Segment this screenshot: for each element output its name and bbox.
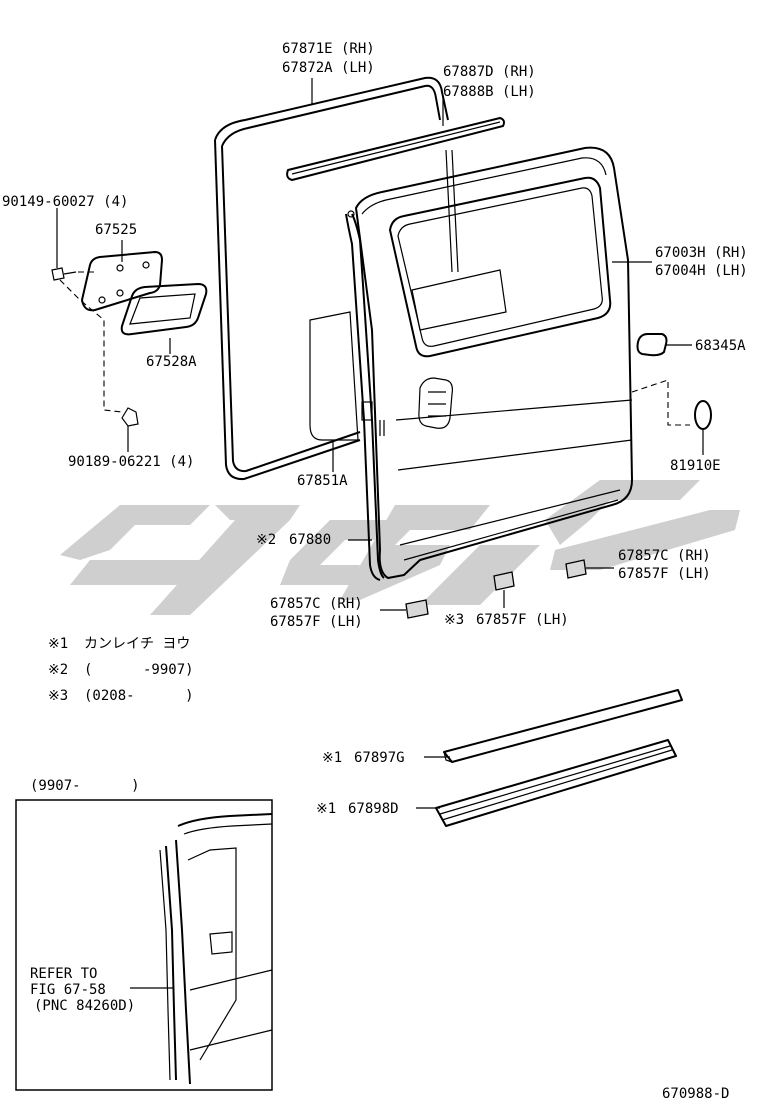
callout-step-cover-left-rh: 67857C (RH) [270,596,363,612]
step-cover-right [565,559,587,579]
callout-door-panel-rh: 67003H (RH) [655,245,748,261]
callout-seal-rh: 67871E (RH) [282,41,375,57]
callout-latch-cover: 68345A [695,338,746,354]
note-2-mark: ※2 [48,662,68,678]
callout-weatherstrip-lh: 67888B (LH) [443,84,536,100]
door-handle-bezel [120,283,208,336]
clip-part [121,407,139,427]
callout-step-cover-left-lh: 67857F (LH) [270,614,363,630]
note-1-mark: ※1 [48,636,68,652]
callout-door-panel-lh: 67004H (LH) [655,263,748,279]
callout-step-cover-mid-mark: ※3 [444,612,464,628]
callout-rail-upper-mark: ※1 [322,750,342,766]
door-frame-seal [214,76,449,481]
callout-rail-lower-mark: ※1 [316,801,336,817]
callout-handle-cover: 67525 [95,222,137,238]
callout-step-cover-right-rh: 67857C (RH) [618,548,711,564]
inset-refer-line1: REFER TO [30,966,97,982]
inset-refer-line3: (PNC 84260D) [34,998,135,1014]
callout-service-hole-cover: 67851A [297,473,348,489]
figure-id: 670988-D [662,1086,729,1102]
door-weatherstrip-vertical [345,210,385,581]
sliding-door-panel [355,146,633,579]
note-3-text: (0208- ) [84,688,194,704]
step-cover-mid [493,571,515,591]
callout-seal-lh: 67872A (LH) [282,60,375,76]
inset-door-detail [159,813,273,1085]
callout-step-cover-mid: 67857F (LH) [476,612,569,628]
hole-plug [694,400,712,430]
inset-frame [15,799,273,1091]
callout-rail-lower: 67898D [348,801,399,817]
leader-lines [56,78,704,809]
door-handle-cover [81,251,163,312]
callout-hole-plug: 81910E [670,458,721,474]
screw-part [51,267,77,281]
inset-period: (9907- ) [30,778,140,794]
note-3-mark: ※3 [48,688,68,704]
callout-door-seal: 67880 [289,532,331,548]
callout-door-seal-mark: ※2 [256,532,276,548]
note-1-text: カンレイチ ヨウ [84,636,190,652]
callout-clip: 90189-06221 (4) [68,454,194,470]
inset-refer-line2: FIG 67-58 [30,982,106,998]
callout-screw: 90149-60027 (4) [2,194,128,210]
callout-rail-upper: 67897G [354,750,405,766]
rail-upper [443,689,683,763]
glass-run-weatherstrip [286,117,505,273]
service-hole-cover [309,311,359,441]
note-2-text: ( -9907) [84,662,194,678]
step-cover-left [405,599,429,619]
callout-weatherstrip-rh: 67887D (RH) [443,64,536,80]
callout-handle-bezel: 67528A [146,354,197,370]
callout-step-cover-right-lh: 67857F (LH) [618,566,711,582]
latch-cover [636,333,668,357]
rail-lower [435,739,677,827]
